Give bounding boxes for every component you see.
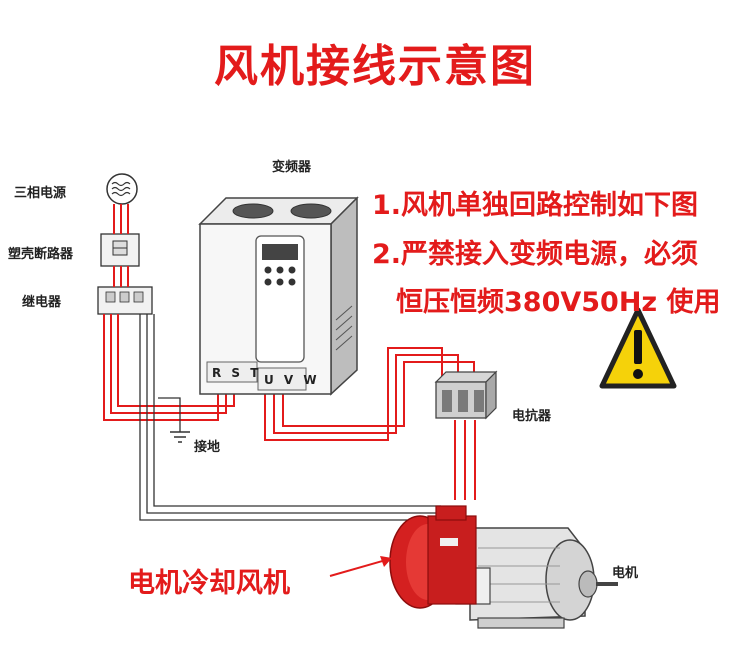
motor-unit (389, 505, 618, 629)
breaker-symbol (100, 233, 140, 267)
page-title: 风机接线示意图 (214, 41, 536, 92)
label-inverter: 变频器 (272, 160, 312, 175)
relay-symbol (97, 286, 153, 315)
warning-icon (599, 307, 677, 389)
arrow-left-icon (329, 556, 392, 577)
note-line-3: 恒压恒频380V50Hz 使用 (396, 287, 721, 318)
ac-wave-icon (106, 173, 138, 205)
reactor-unit (434, 370, 498, 420)
black-wires (139, 314, 455, 521)
label-breaker: 塑壳断路器 (8, 247, 74, 262)
ground-icon (170, 431, 190, 443)
label-cooling-fan: 电机冷却风机 (128, 568, 290, 599)
note-line-2: 2.严禁接入变频电源，必须 (372, 239, 699, 270)
label-reactor: 电抗器 (512, 409, 552, 424)
label-motor: 电机 (612, 566, 639, 581)
label-ground: 接地 (194, 440, 221, 455)
label-relay: 继电器 (22, 295, 62, 310)
label-power: 三相电源 (14, 186, 67, 201)
label-input-terminals: R S T (212, 366, 262, 380)
note-line-1: 1.风机单独回路控制如下图 (372, 190, 699, 221)
inverter-unit (198, 196, 359, 396)
label-output-terminals: U V W (264, 373, 320, 387)
